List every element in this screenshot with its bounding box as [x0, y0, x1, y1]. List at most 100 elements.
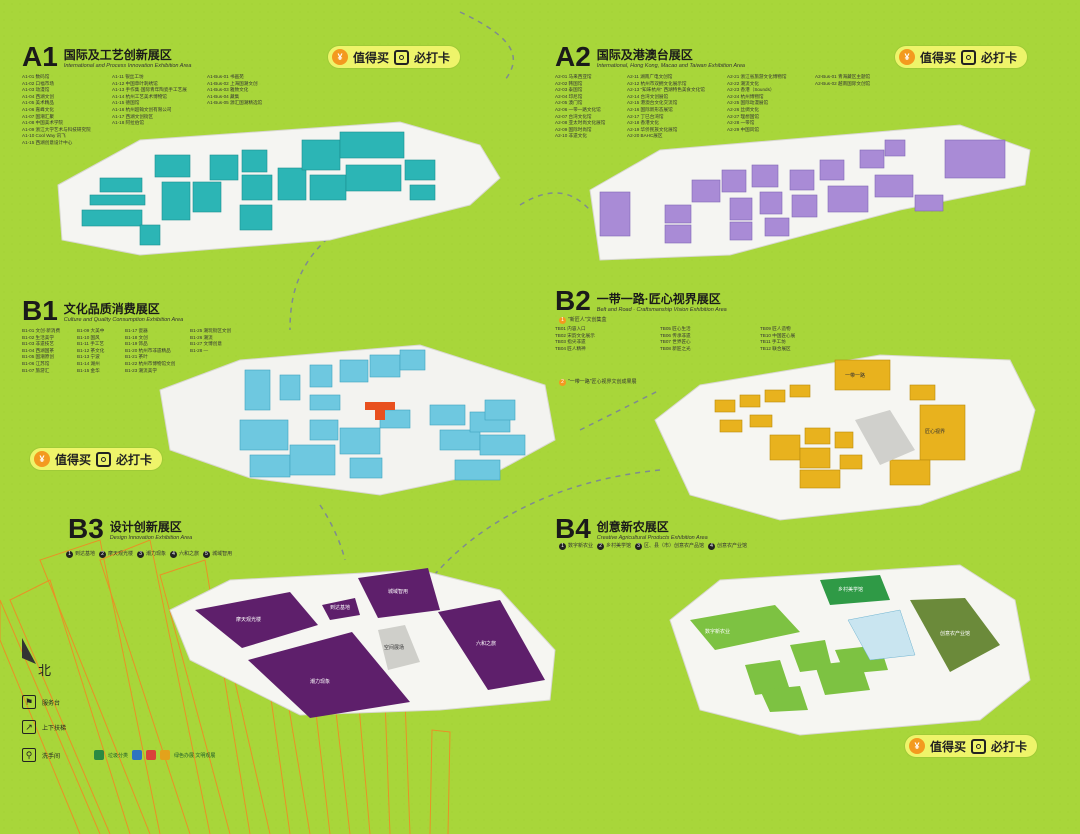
legend-entry: B1-10 国风: [77, 334, 100, 340]
hall-b4-zones: [690, 575, 1000, 712]
worth-buy-label: 值得买: [930, 739, 967, 754]
legend-entry: A1-17 西湖文创街区: [112, 113, 154, 119]
hall-b2-sub1-label: "新匠人"文创集盒: [568, 317, 607, 323]
camera-icon: [394, 49, 410, 65]
camera-icon: [971, 738, 987, 754]
worth-buy-label: 值得买: [353, 50, 390, 65]
must-checkin-label: 必打卡: [116, 452, 153, 467]
promo-pill-a2[interactable]: ¥ 值得买 必打卡: [895, 46, 1028, 68]
legend-row: A1-08 中国美术学院 A1-18 阿拉伯馆: [22, 120, 287, 127]
legend-entry: A1-15 德国馆: [112, 100, 140, 106]
promo-pill-b1[interactable]: ¥ 值得买 必打卡: [30, 448, 163, 470]
legend-entry: A2-10 非遗文化: [555, 133, 587, 139]
legend-row: A1-15 西湖创意设计中心: [22, 140, 287, 147]
price-tag-icon: ¥: [34, 451, 50, 467]
legend-entry: A2-13 "知味杭州" 西湖特色美食文化馆: [627, 87, 705, 93]
number-icon: 3: [137, 551, 145, 558]
number-icon: 4: [170, 551, 178, 558]
legend-entry: A2-28 一带馆: [727, 120, 755, 126]
number-icon: 1: [559, 543, 566, 550]
legend-entry: A1-01 数码馆: [22, 74, 50, 79]
legend-entry: 城域智用: [212, 551, 233, 557]
hall-b1-booths: [239, 349, 526, 481]
legend-entry: A1-Bus-02 上海国潮文创: [207, 80, 258, 86]
legend-entry: A1-18 阿拉伯馆: [112, 120, 144, 126]
promo-pill-b4[interactable]: ¥ 值得买 必打卡: [905, 735, 1038, 757]
legend-entry: TB03 指尖非遗: [555, 339, 586, 345]
b4-zone-label: 乡村美学馆: [838, 587, 864, 593]
legend-entry: A2-21 浙江省旅游文化博物馆: [727, 74, 787, 79]
legend-entry: TB09 匠人造物: [760, 326, 791, 331]
hall-b2-id: B2: [555, 285, 591, 316]
key-restroom: ⚲ 洗手间: [22, 748, 60, 762]
legend-entry: 乡村美学馆: [606, 543, 632, 549]
recycle-icon: [94, 750, 104, 760]
legend-entry: A1-03 动漫馆: [22, 87, 50, 93]
legend-entry: B1-20 杭州市非遗精品: [125, 347, 171, 353]
worth-buy-label: 值得买: [55, 452, 92, 467]
legend-entry: 潮力现象: [146, 551, 167, 557]
north-label: 北: [38, 663, 52, 678]
legend-entry: A2-19 华侨民族文化展馆: [627, 126, 678, 132]
legend-entry: A1-13 手作集·国际青年陶瓷手工艺展: [112, 87, 187, 93]
b2-zone-label: 一带一路: [845, 373, 866, 379]
legend-entry: B1-22 杭州市博物馆文创: [125, 360, 176, 366]
legend-entry: A2-17 丁巳台湾馆: [627, 113, 664, 119]
hall-a2-booths: [599, 139, 1006, 244]
price-tag-icon: ¥: [909, 738, 925, 754]
number-icon: 2: [597, 543, 605, 550]
hall-a2-legend: A2-01 马来西亚馆 A2-11 湖南广电文创馆 A2-21 浙江省旅游文化博物馆…: [555, 74, 905, 140]
promo-pill-a1[interactable]: ¥ 值得买 必打卡: [328, 46, 461, 68]
hall-a2-floor: [589, 124, 1031, 261]
legend-entry: B1-19 饰品: [125, 341, 148, 347]
legend-entry: B1-05 国潮原创: [22, 354, 54, 360]
b3-zone-label: 空间展场: [384, 645, 405, 651]
legend-entry: A2-12 杭州市双拥文化展示馆: [627, 80, 687, 86]
hall-b3-zones: [195, 568, 545, 718]
hall-a1-title: 国际及工艺创新展区: [63, 48, 172, 62]
legend-entry: 数字新农业: [568, 543, 594, 549]
b3-zone-label: 到达基地: [330, 605, 351, 611]
bin-icon: [146, 750, 157, 760]
hall-b2-sub1: 1"新匠人"文创集盒: [555, 316, 607, 324]
legend-entry: TB07 世界匠心: [660, 339, 691, 345]
legend-entry: A1-08 中国美术学院: [22, 120, 64, 126]
legend-entry: A2-03 泰国馆: [555, 87, 583, 93]
hall-b4-id: B4: [555, 513, 591, 544]
must-checkin-label: 必打卡: [991, 739, 1028, 754]
number-1-icon: 1: [559, 317, 566, 324]
hall-b2-booths: [714, 359, 966, 489]
legend-entry: A2-04 印尼馆: [555, 93, 583, 99]
legend-entry: A1-Bus-05 源汇国潮精选馆: [207, 100, 263, 106]
legend-entry: B1-25 潮玩街区文创: [190, 328, 232, 333]
legend-entry: TB04 匠人精神: [555, 345, 586, 351]
legend-entry: B1-07 旅游汇: [22, 367, 50, 373]
bin-icon: [160, 750, 171, 760]
b3-zone-label: 城域智用: [388, 589, 409, 595]
escalator-icon: ↗: [22, 720, 36, 734]
b3-zone-label: 摩天观光楼: [236, 617, 262, 623]
hall-b1-stage: [365, 402, 395, 420]
legend-entry: A2-01 马来西亚馆: [555, 74, 592, 79]
legend-entry: A2-11 湖南广电文创馆: [627, 74, 673, 79]
legend-entry: A2-23 香港（Sounds）: [727, 87, 775, 93]
legend-row: A2-03 泰国馆 A2-13 "知味杭州" 西湖特色美食文化馆 A2-23 香港（…: [555, 87, 905, 94]
hall-a1-id: A1: [22, 41, 58, 72]
hall-b1-header: B1 文化品质消费展区 Culture and Quality Consumpt…: [22, 297, 183, 325]
north-arrow-icon: [22, 638, 36, 664]
key-service: ⚑ 服务台: [22, 695, 60, 709]
legend-row: A1-10 Cool Way 讯飞: [22, 133, 287, 140]
key-restroom-label: 洗手间: [42, 753, 61, 760]
legend-entry: A1-14 杭州工艺美术博物馆: [112, 93, 167, 99]
legend-entry: A2-09 国际时尚馆: [555, 126, 592, 132]
hall-b2-title-en: Belt and Road · Craftsmanship Vision Exh…: [596, 307, 727, 313]
legend-entry: A2-15 港澳台文化交流馆: [627, 100, 678, 106]
